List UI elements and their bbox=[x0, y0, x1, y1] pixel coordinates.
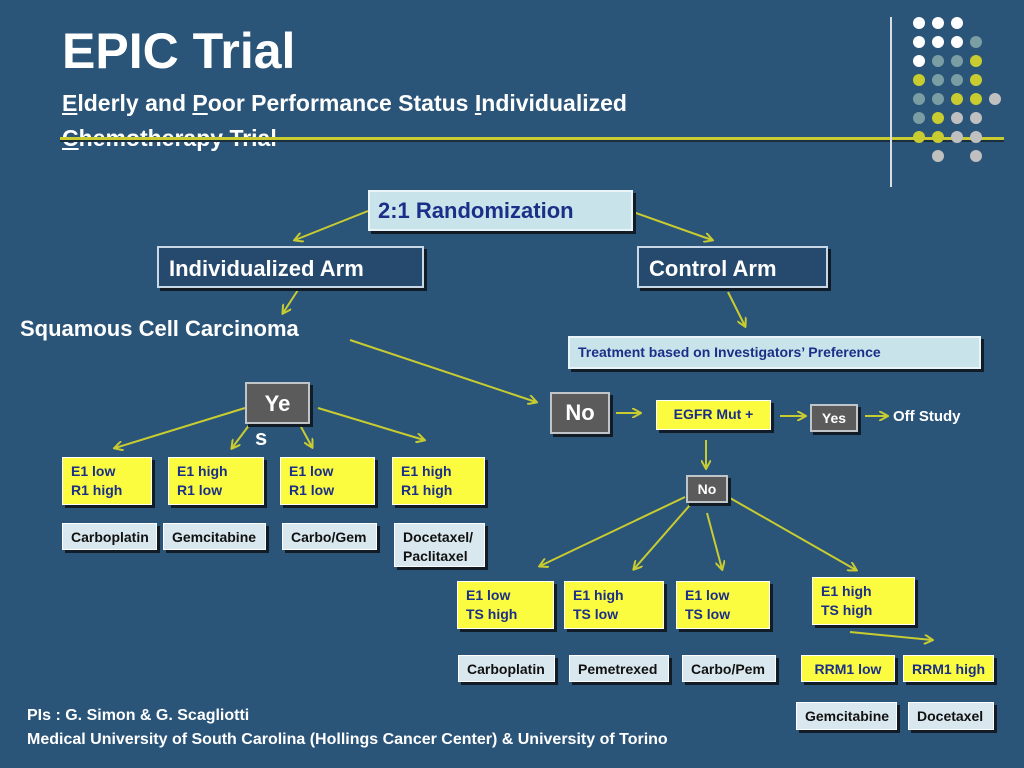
decor-dot bbox=[932, 55, 944, 67]
non-squamous-drug-box: Carbo/Pem bbox=[682, 655, 776, 682]
decor-dot bbox=[970, 131, 982, 143]
decor-dot bbox=[951, 112, 963, 124]
squamous-drug-box: Carboplatin bbox=[62, 523, 157, 550]
arrow-control-to-treatment bbox=[727, 291, 745, 326]
decor-vertical-line bbox=[890, 17, 892, 187]
decor-dot bbox=[970, 74, 982, 86]
rrm1-low-box: RRM1 low bbox=[801, 655, 895, 682]
treatment-control-box: Treatment based on Investigators’ Prefer… bbox=[568, 336, 981, 369]
decor-dot bbox=[913, 93, 925, 105]
decor-dot bbox=[951, 93, 963, 105]
arrow-no-to-group4 bbox=[729, 497, 856, 570]
individualized-arm-box: Individualized Arm bbox=[157, 246, 424, 288]
decor-dot bbox=[913, 131, 925, 143]
decor-dot bbox=[932, 93, 944, 105]
decor-dot bbox=[913, 112, 925, 124]
decor-dot bbox=[951, 17, 963, 29]
rrm1-high-box: RRM1 high bbox=[903, 655, 994, 682]
decor-dot bbox=[932, 74, 944, 86]
off-study-label: Off Study bbox=[893, 408, 961, 425]
non-squamous-drug-box: Carboplatin bbox=[458, 655, 555, 682]
rrm1-drug-box: Gemcitabine bbox=[796, 702, 897, 730]
egfr-no-box: No bbox=[686, 475, 728, 503]
title-divider-line bbox=[60, 137, 1004, 140]
arrow-yes-to-group2 bbox=[232, 423, 251, 448]
decor-dot bbox=[932, 36, 944, 48]
decor-dot bbox=[913, 74, 925, 86]
arrow-yes-to-group3 bbox=[299, 424, 312, 447]
decor-dot bbox=[951, 36, 963, 48]
decor-dot bbox=[932, 17, 944, 29]
subtitle-line1: Elderly and Poor Performance Status Indi… bbox=[62, 90, 627, 116]
rrm1-drug-box: Docetaxel bbox=[908, 702, 994, 730]
squamous-drug-box: Gemcitabine bbox=[163, 523, 266, 550]
control-arm-box: Control Arm bbox=[637, 246, 828, 288]
arrow-squamous-to-no bbox=[349, 339, 536, 402]
decor-dot bbox=[951, 55, 963, 67]
arrow-rand-to-individualized bbox=[295, 210, 369, 240]
arrow-no-to-group1 bbox=[540, 496, 686, 566]
decor-dot bbox=[951, 131, 963, 143]
squamous-label: Squamous Cell Carcinoma bbox=[20, 316, 299, 341]
decor-dot bbox=[913, 36, 925, 48]
page-title: EPIC Trial bbox=[62, 23, 296, 79]
squamous-yes-box: Ye bbox=[245, 382, 310, 424]
egfr-yes-box: Yes bbox=[810, 404, 858, 432]
decor-dot bbox=[970, 36, 982, 48]
title-divider-shadow bbox=[60, 140, 1004, 142]
decor-dot bbox=[913, 55, 925, 67]
arrow-individualized-to-squamous bbox=[283, 289, 299, 313]
non-squamous-drug-box: Pemetrexed bbox=[569, 655, 669, 682]
arrow-yes-to-group1 bbox=[115, 407, 246, 448]
decor-dot bbox=[970, 150, 982, 162]
decor-dot bbox=[970, 112, 982, 124]
squamous-no-box: No bbox=[550, 392, 610, 434]
arrow-no-to-group2 bbox=[634, 504, 691, 569]
footer-institutions: Medical University of South Carolina (Ho… bbox=[27, 731, 668, 748]
decor-dot bbox=[932, 131, 944, 143]
arrow-ts-to-rrm1-high bbox=[849, 631, 932, 640]
decor-dot bbox=[932, 112, 944, 124]
squamous-drug-box: Docetaxel/Paclitaxel bbox=[394, 523, 485, 567]
arrow-rand-to-control bbox=[632, 211, 712, 240]
egfr-box: EGFR Mut + bbox=[656, 400, 771, 430]
decor-dot bbox=[970, 55, 982, 67]
decor-dot bbox=[951, 74, 963, 86]
squamous-yes-overflow: s bbox=[255, 425, 268, 450]
footer-pis: PIs : G. Simon & G. Scagliotti bbox=[27, 707, 250, 724]
arrow-no-to-group3 bbox=[706, 512, 722, 569]
decor-dot bbox=[913, 17, 925, 29]
decor-dot bbox=[989, 93, 1001, 105]
randomization-box: 2:1 Randomization bbox=[368, 190, 633, 231]
squamous-drug-box: Carbo/Gem bbox=[282, 523, 377, 550]
decor-dot bbox=[970, 93, 982, 105]
arrow-yes-to-group4 bbox=[317, 407, 424, 440]
decor-dot bbox=[932, 150, 944, 162]
